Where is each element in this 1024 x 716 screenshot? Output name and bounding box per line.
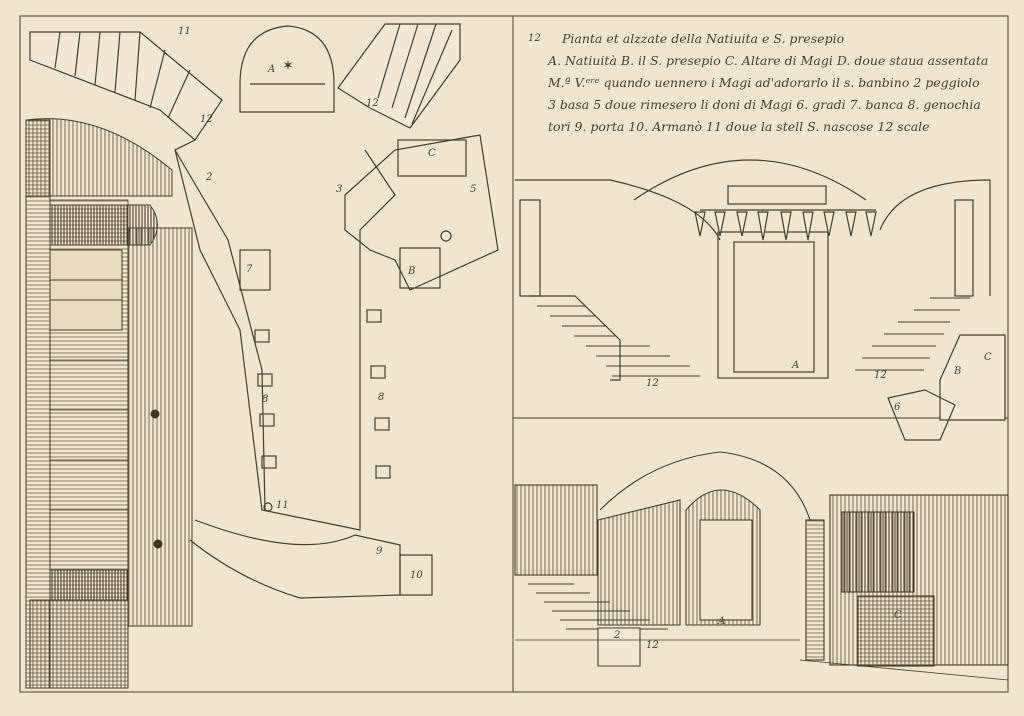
perspective-label-c: C [894,610,902,621]
elevation-label-a: A [792,360,800,371]
legend-line-4: tori 9. porta 10. Armanò 11 doue la stel… [548,119,930,134]
legend-line-3: 3 basa 5 doue rimesero li doni di Magi 6… [548,97,981,112]
left-section-view [25,118,193,689]
plan-label-12-right: 12 [366,98,379,109]
plan-label-c: C [428,148,436,159]
elevation-label-6: 6 [894,402,901,413]
legend-number: 12 [528,33,541,44]
plan-label-a: A [268,64,276,75]
legend-text: 12 Pianta et alzzate della Natiuita e S.… [528,28,989,138]
plan-label-9: 9 [376,546,383,557]
elevation-label-c: C [984,352,992,363]
plan-label-7: 7 [246,264,253,275]
perspective-label-a: A [718,616,726,627]
svg-text:✶: ✶ [282,58,294,74]
plan-label-11-top: 11 [178,26,191,37]
elevation-view [515,159,1006,441]
elevation-label-b: B [954,366,962,377]
perspective-view [514,451,1009,681]
floor-plan: ✶ [29,23,499,599]
plate-border [19,15,1009,693]
plan-label-8-right: 8 [378,392,385,403]
plan-label-11-bottom: 11 [276,500,289,511]
plan-label-b: B [408,266,416,277]
perspective-label-2: 2 [614,630,621,641]
plan-label-2: 2 [206,172,213,183]
legend-title: Pianta et alzzate della Natiuita e S. pr… [562,31,845,46]
elevation-label-12-right: 12 [874,370,887,381]
elevation-label-12-left: 12 [646,378,659,389]
perspective-label-12: 12 [646,640,659,651]
legend-line-2: M.ª V.ᵉʳᵉ quando uennero i Magi ad'adora… [548,75,980,90]
plan-label-3: 3 [336,184,343,195]
plan-label-10: 10 [410,570,423,581]
plan-label-5: 5 [470,184,477,195]
plan-label-8-left: 8 [262,394,269,405]
plan-label-12-left: 12 [200,114,213,125]
legend-line-1: A. Natiuità B. il S. presepio C. Altare … [548,53,989,68]
